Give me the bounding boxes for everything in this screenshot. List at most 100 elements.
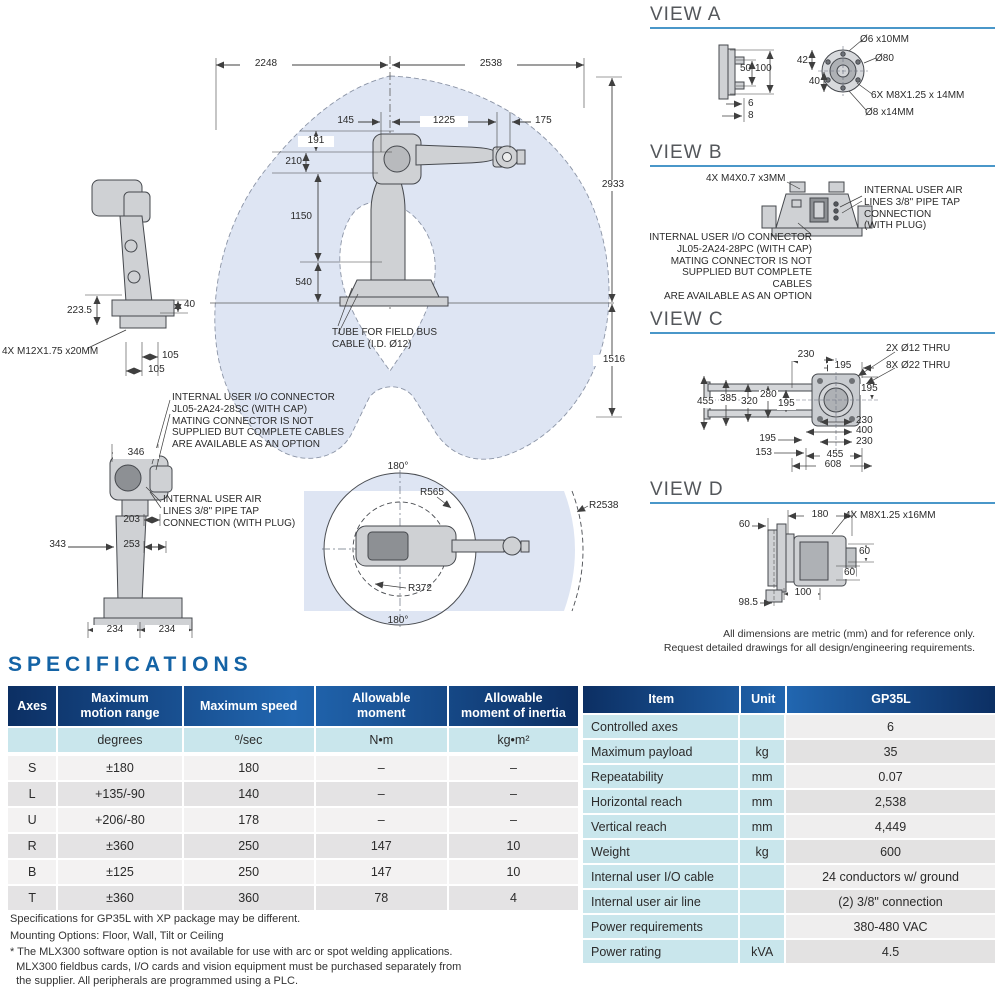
axes-units-row: degrees º/sec N•m kg•m² <box>8 728 578 754</box>
view-c-dim-195-top: 195 <box>828 360 858 372</box>
dim-540: 540 <box>295 277 312 288</box>
axes-row-r: R ±360 250 147 10 <box>8 834 578 858</box>
item-row-repeatability: Repeatability mm 0.07 <box>583 765 995 788</box>
dim-223-5: 223.5 <box>66 305 92 316</box>
work-envelope-side <box>214 75 610 460</box>
axes-row-b: B ±125 250 147 10 <box>8 860 578 884</box>
cell: 2,538 <box>786 790 995 813</box>
item-row-io-cable: Internal user I/O cable 24 conductors w/… <box>583 865 995 888</box>
item-row-air-line: Internal user air line (2) 3/8" connecti… <box>583 890 995 913</box>
view-a-d80-callout: Ø80 <box>875 53 894 64</box>
cell: S <box>8 756 59 780</box>
axes-row-u: U +206/-80 178 – – <box>8 808 578 832</box>
cell: 180 <box>183 756 316 780</box>
cell: +135/-90 <box>58 782 184 806</box>
view-d-dim-60-left: 60 <box>738 519 750 530</box>
footnote-xp: Specifications for GP35L with XP package… <box>10 913 301 925</box>
cell: 6 <box>786 715 995 738</box>
dim-234-b: 234 <box>145 624 189 636</box>
topview-r2538: R2538 <box>589 500 619 511</box>
topview-angle-bottom: 180° <box>387 615 409 626</box>
view-c-underline <box>650 332 995 334</box>
view-c-thru12-callout: 2X Ø12 THRU <box>886 343 951 354</box>
cell: Power requirements <box>583 915 741 938</box>
cell: ±125 <box>58 860 184 884</box>
view-c-dim-230-r1: 230 <box>856 415 873 426</box>
dim-1150: 1150 <box>290 211 312 222</box>
dim-1225: 1225 <box>420 115 468 127</box>
robot-side-view-main <box>339 133 526 307</box>
cell: mm <box>740 765 787 788</box>
cell: – <box>315 756 449 780</box>
cell: +206/-80 <box>58 808 184 832</box>
item-header-item: Item <box>583 686 742 713</box>
cell <box>740 915 787 938</box>
cell: 600 <box>786 840 995 863</box>
item-row-power-requirements: Power requirements 380-480 VAC <box>583 915 995 938</box>
dim-343: 343 <box>49 539 66 550</box>
cell <box>740 865 787 888</box>
view-a-dim-42: 42 <box>796 55 808 66</box>
dim-253: 253 <box>123 539 140 550</box>
topview-angle-top: 180° <box>387 461 409 472</box>
dim-210: 210 <box>285 156 302 167</box>
view-d-title: VIEW D <box>650 479 724 500</box>
cell: 250 <box>183 860 316 884</box>
cell: 4.5 <box>786 940 995 963</box>
view-d-dim-98-5: 98.5 <box>738 597 758 608</box>
cell: 360 <box>183 886 316 910</box>
air-lines-callout: INTERNAL USER AIR LINES 3/8" PIPE TAP CO… <box>163 494 296 529</box>
cell: – <box>315 782 449 806</box>
cell: mm <box>740 815 787 838</box>
tube-callout: TUBE FOR FIELD BUS CABLE (I.D. Ø12) <box>332 327 438 350</box>
cell: (2) 3/8" connection <box>786 890 995 913</box>
view-a-dim-100: 100 <box>755 63 772 74</box>
dim-145: 145 <box>337 115 354 126</box>
cell: 78 <box>315 886 449 910</box>
cell: – <box>448 808 578 832</box>
cell: 10 <box>448 860 578 884</box>
cell: – <box>448 782 578 806</box>
cell: U <box>8 808 59 832</box>
cell: 4 <box>448 886 578 910</box>
item-header-unit: Unit <box>741 686 788 713</box>
view-c-title: VIEW C <box>650 309 724 330</box>
item-row-horizontal-reach: Horizontal reach mm 2,538 <box>583 790 995 813</box>
view-c-dim-608: 608 <box>816 459 850 471</box>
view-d-dim-180: 180 <box>804 509 836 521</box>
view-b-title: VIEW B <box>650 142 723 163</box>
view-c-dim-280: 280 <box>759 389 778 401</box>
item-row-vertical-reach: Vertical reach mm 4,449 <box>583 815 995 838</box>
robot-rear-view <box>93 455 193 631</box>
axes-header-axes: Axes <box>8 686 59 726</box>
cell: Vertical reach <box>583 815 741 838</box>
dim-1516: 1516 <box>593 354 635 366</box>
item-row-max-payload: Maximum payload kg 35 <box>583 740 995 763</box>
cell: 10 <box>448 834 578 858</box>
axes-header-moment-inertia: Allowable moment of inertia <box>460 691 566 720</box>
footnote-mounting: Mounting Options: Floor, Wall, Tilt or C… <box>10 929 224 942</box>
cell: R <box>8 834 59 858</box>
cell: 140 <box>183 782 316 806</box>
item-table-header-row: Item Unit GP35L <box>583 686 995 713</box>
view-a-drawing <box>718 44 868 100</box>
view-c-dim-320: 320 <box>740 396 759 408</box>
cell: Repeatability <box>583 765 741 788</box>
view-d-dim-100: 100 <box>788 587 818 599</box>
cell: 4,449 <box>786 815 995 838</box>
view-c-thru22-callout: 8X Ø22 THRU <box>886 360 951 371</box>
view-b-drawing <box>761 181 873 237</box>
view-c-dim-195-bottom: 195 <box>759 433 776 444</box>
dim-2933: 2933 <box>592 179 634 191</box>
specifications-title: SPECIFICATIONS <box>8 653 253 676</box>
view-b-underline <box>650 165 995 167</box>
cell: 24 conductors w/ ground <box>786 865 995 888</box>
cell: 147 <box>315 834 449 858</box>
cell: mm <box>740 790 787 813</box>
view-c-dim-455-bottom: 455 <box>820 449 850 461</box>
cell: Maximum payload <box>583 740 741 763</box>
view-b-bolts-callout: 4X M4X0.7 x3MM <box>706 173 786 184</box>
unit-cell: N•m <box>315 728 449 752</box>
cell: T <box>8 886 59 910</box>
